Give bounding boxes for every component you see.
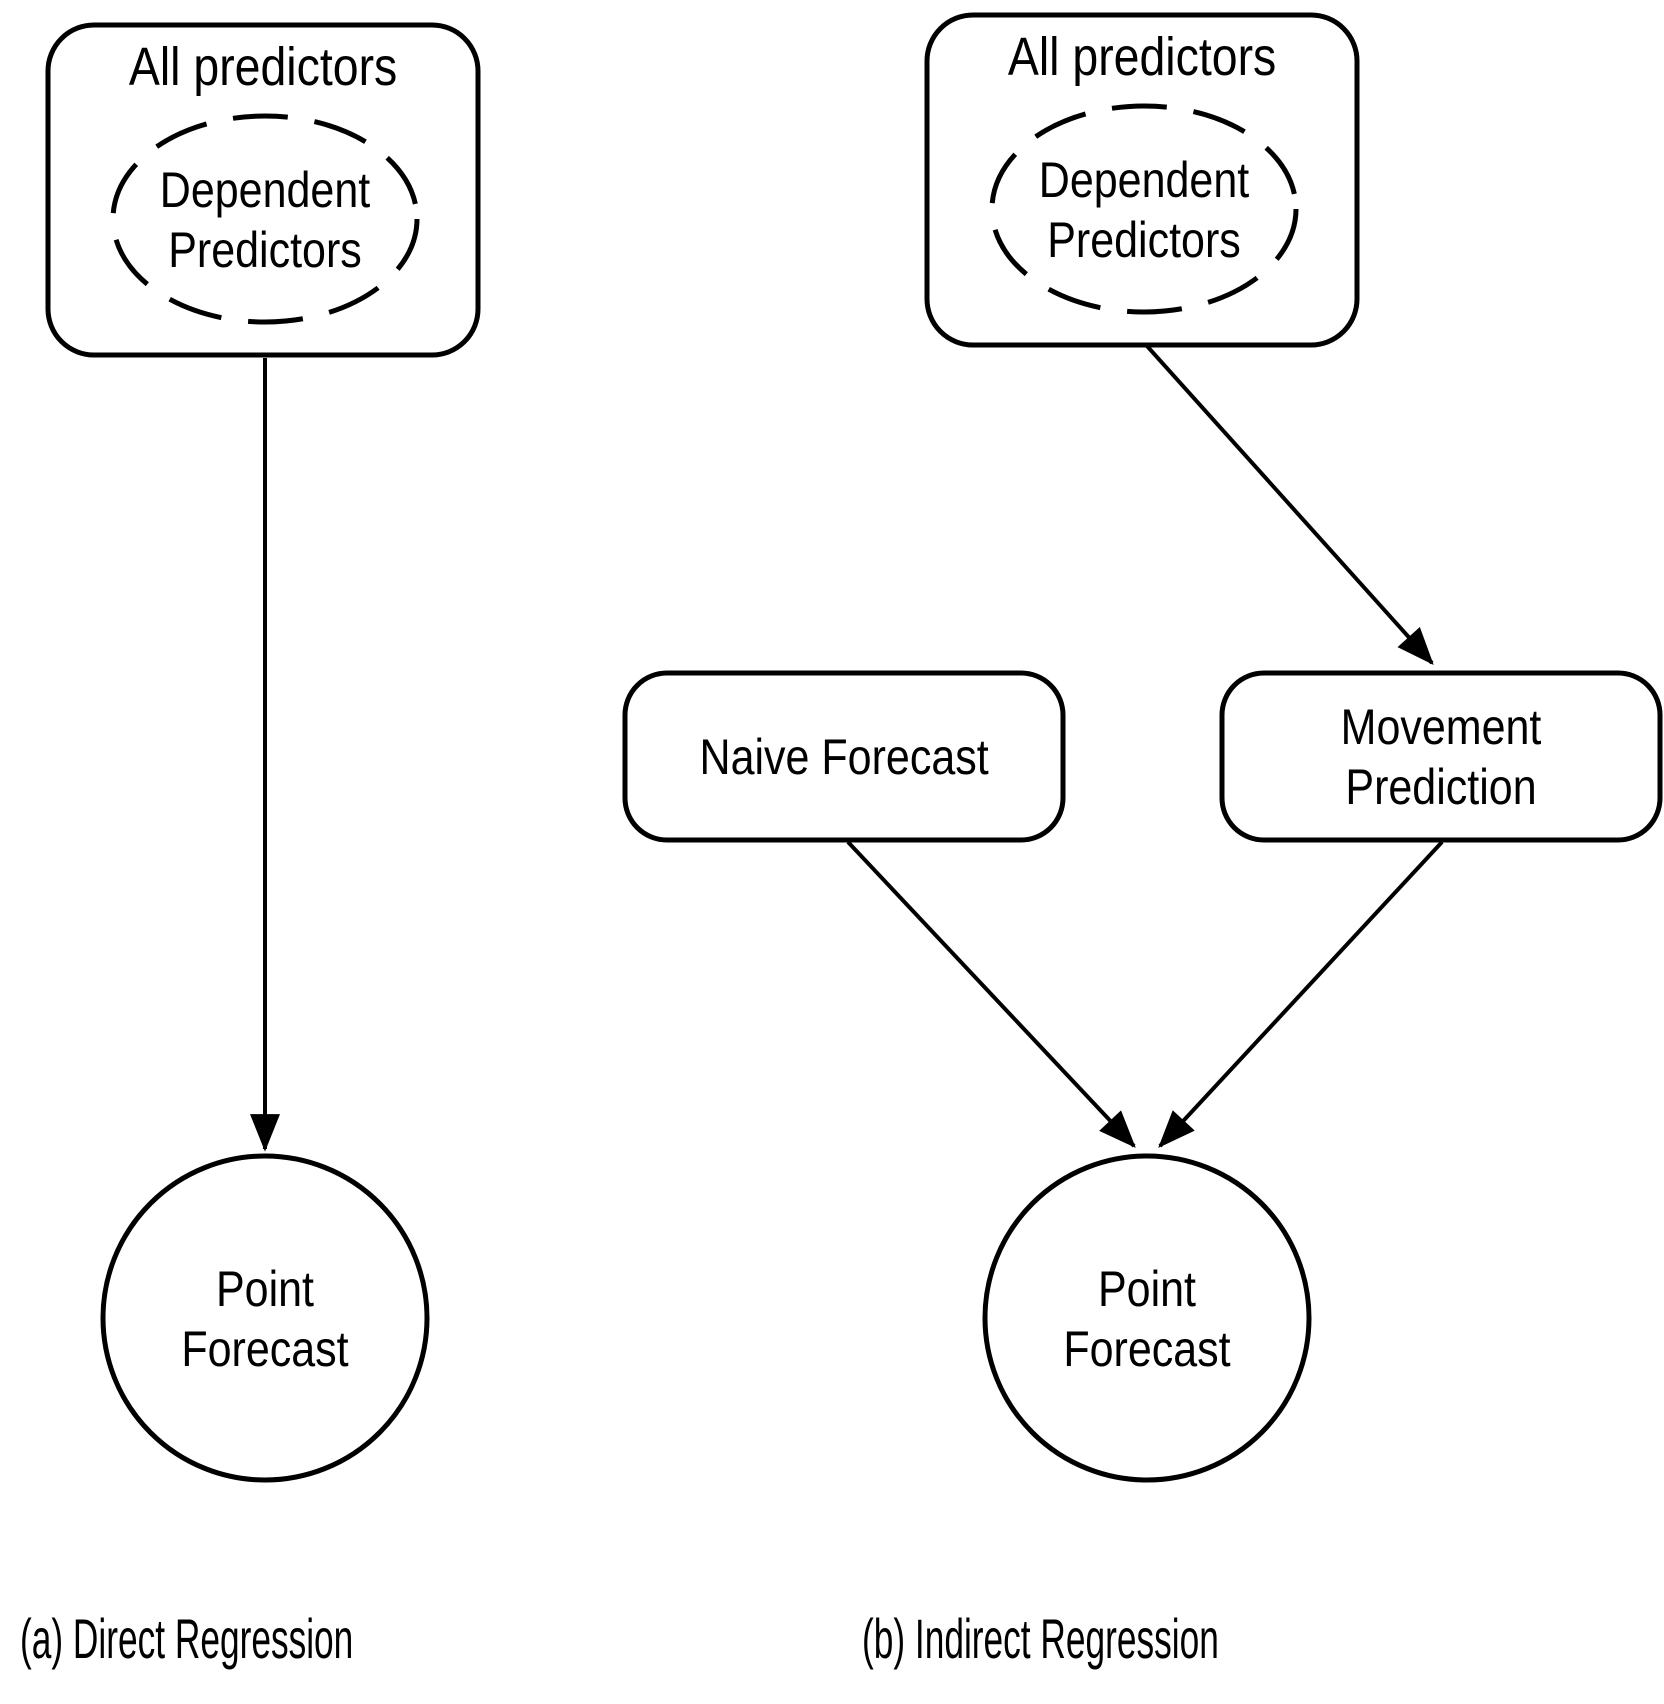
all-predictors-box-b [924,12,1360,348]
dependent-predictors-ellipse-b [989,103,1299,315]
all-predictors-box-a [45,22,481,358]
point-forecast-circle-a [100,1153,430,1483]
point-forecast-circle-b [982,1153,1312,1483]
arrow-allpredictors-to-movementprediction [1145,344,1434,665]
dependent-predictors-ellipse-a [110,113,420,325]
arrow-movementprediction-to-pointforecast [1158,840,1444,1148]
arrow-naiveforecast-to-pointforecast [846,840,1136,1148]
naive-forecast-box [622,670,1066,843]
caption-direct-regression: (a) Direct Regression [20,1607,354,1670]
caption-indirect-regression: (b) Indirect Regression [862,1607,1219,1670]
movement-prediction-box [1219,670,1663,843]
